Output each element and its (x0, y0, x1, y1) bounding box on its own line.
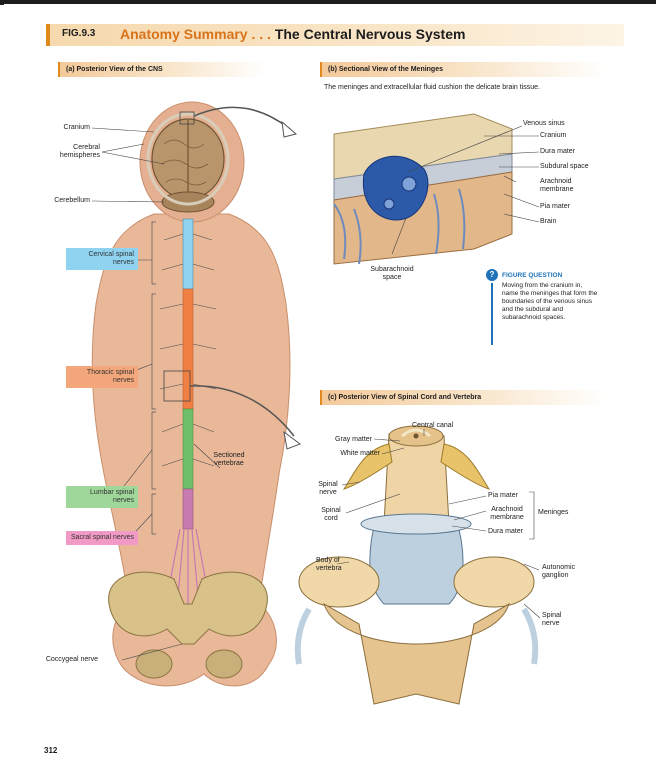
label-coccygeal-nerve: Coccygeal nerve (34, 656, 98, 664)
label-sacral-spinal-nerves: Sacral spinal nerves (66, 531, 138, 545)
label-white-matter: White matter (304, 450, 380, 458)
label-cerebellum: Cerebellum (34, 197, 90, 205)
label-brain: Brain (540, 218, 600, 226)
question-rule (491, 283, 493, 345)
label-central-canal: Central canal (412, 422, 453, 430)
figure-header: FIG.9.3 Anatomy Summary . . . The Centra… (46, 24, 624, 46)
label-autonomic-ganglion: Autonomic ganglion (542, 564, 592, 580)
figure-label: FIG.9.3 (62, 28, 95, 39)
label-cervical-spinal-nerves: Cervical spinal nerves (66, 248, 138, 270)
question-icon: ? (486, 269, 498, 281)
label-cranium: Cranium (34, 124, 90, 132)
figure-title-part2: The Central Nervous System (275, 26, 466, 42)
label-c-dura-mater: Dura mater (488, 528, 548, 536)
label-spinal-cord: Spinal cord (316, 507, 346, 523)
label-cerebral-hemispheres: Cerebral hemispheres (34, 144, 100, 160)
panel-b-header: (b) Sectional View of the Meninges (320, 62, 608, 77)
label-subarachnoid-space: Subarachnoid space (362, 266, 422, 282)
figure-question-text: Moving from the cranium in, name the men… (502, 282, 598, 322)
label-b-pia-mater: Pia mater (540, 203, 600, 211)
textbook-page: FIG.9.3 Anatomy Summary . . . The Centra… (4, 4, 656, 773)
label-spinal-nerve-right: Spinal nerve (542, 612, 576, 628)
label-subdural-space: Subdural space (540, 163, 620, 171)
panel-a-header: (a) Posterior View of the CNS (58, 62, 266, 77)
figure-title-part1: Anatomy Summary . . . (120, 26, 271, 42)
label-b-dura-mater: Dura mater (540, 148, 610, 156)
figure-title: Anatomy Summary . . . The Central Nervou… (120, 26, 465, 42)
label-sectioned-vertebrae: Sectioned vertebrae (204, 452, 254, 468)
label-b-cranium: Cranium (540, 132, 610, 140)
panel-c-header: (c) Posterior View of Spinal Cord and Ve… (320, 390, 608, 405)
label-lumbar-spinal-nerves: Lumbar spinal nerves (66, 486, 138, 508)
label-c-pia-mater: Pia mater (488, 492, 548, 500)
label-body-of-vertebra: Body of vertebra (316, 557, 352, 573)
figure-question-title: FIGURE QUESTION (502, 272, 562, 280)
label-venous-sinus: Venous sinus (523, 120, 603, 128)
panel-b-caption: The meninges and extracellular fluid cus… (324, 84, 624, 92)
label-gray-matter: Gray matter (304, 436, 372, 444)
label-thoracic-spinal-nerves: Thoracic spinal nerves (66, 366, 138, 388)
label-b-arachnoid-membrane: Arachnoid membrane (540, 178, 600, 194)
label-spinal-nerve-left: Spinal nerve (314, 481, 342, 497)
page-number: 312 (44, 746, 57, 755)
label-c-arachnoid-membrane: Arachnoid membrane (482, 506, 532, 522)
label-meninges: Meninges (538, 509, 588, 517)
